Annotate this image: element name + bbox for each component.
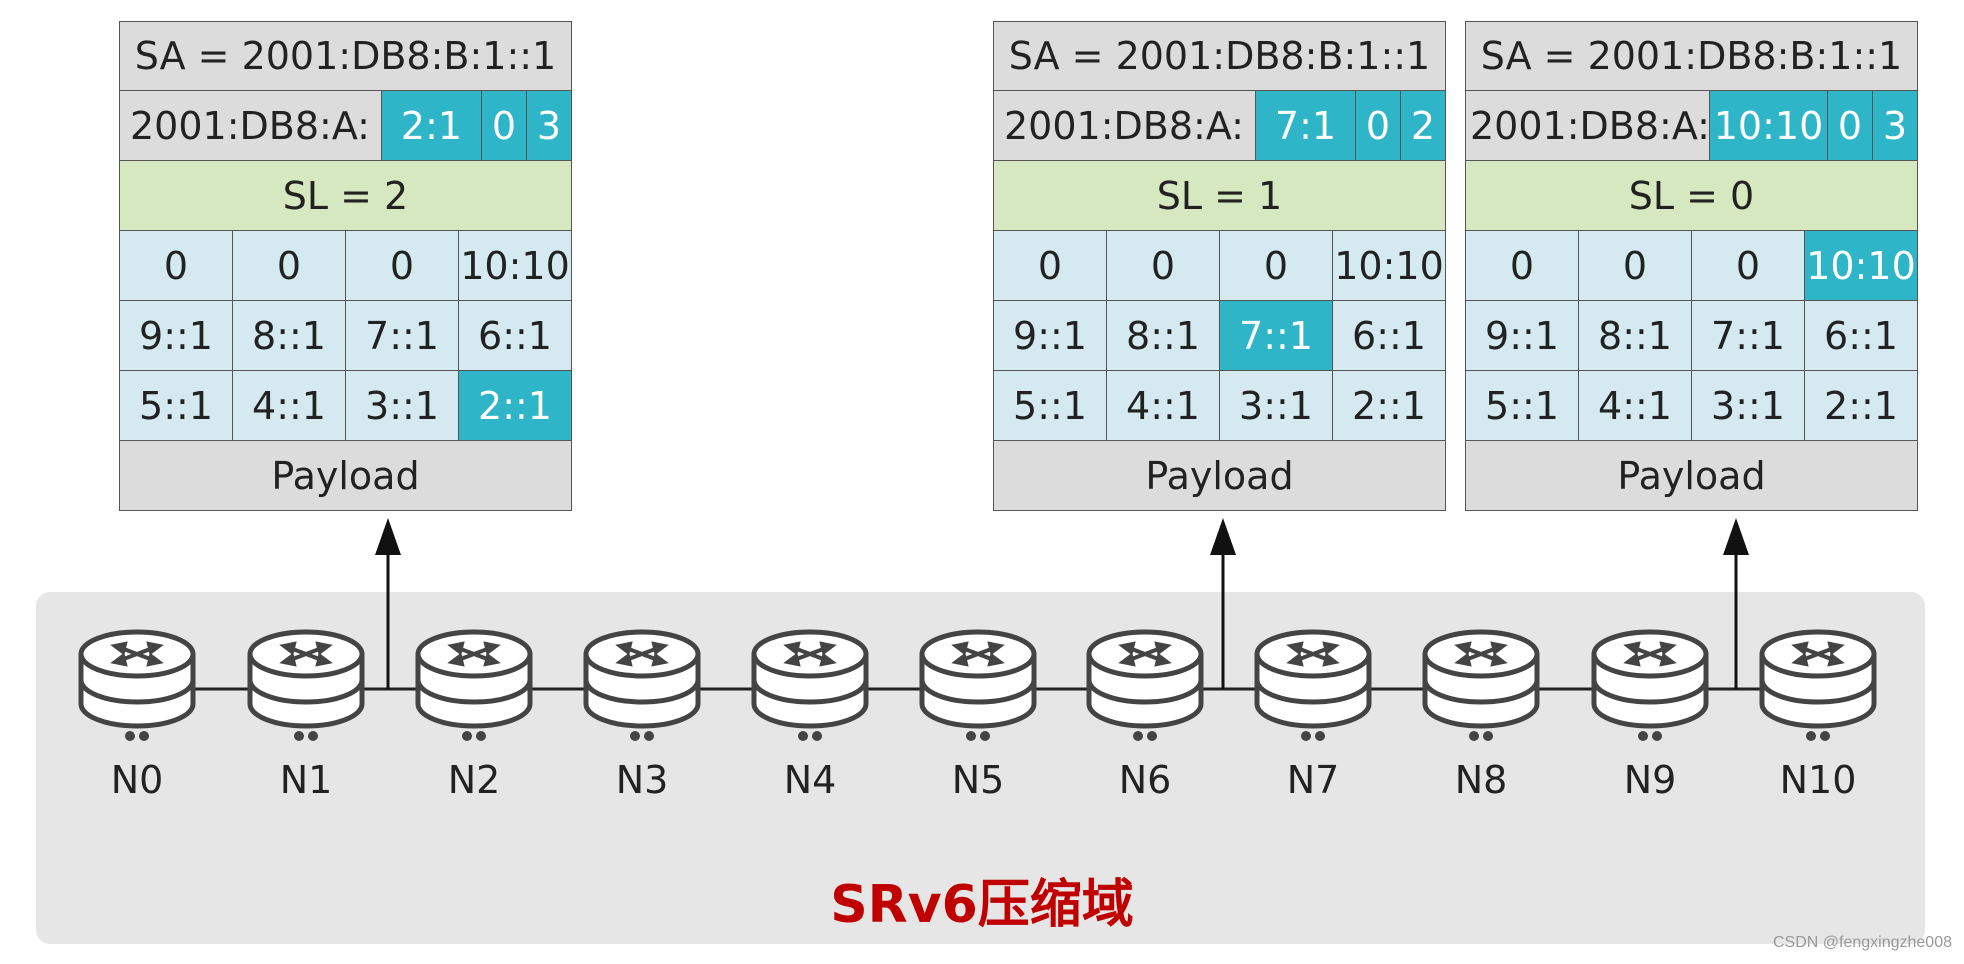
payload: Payload (1466, 441, 1917, 510)
destination-address-prefix: 2001:DB8:A: (1466, 91, 1710, 160)
router-label: N4 (783, 758, 837, 802)
source-address: SA = 2001:DB8:B:1::1 (994, 22, 1445, 90)
sid-cell: 8::1 (1579, 301, 1692, 370)
sid-cell: 6::1 (459, 301, 571, 370)
sid-cell: 0 (233, 231, 346, 300)
segments-left: SL = 1 (994, 161, 1445, 230)
router-n2-icon (412, 624, 536, 744)
sid-cell: 5::1 (1466, 371, 1579, 440)
destination-address-part: 0 (482, 91, 527, 160)
sid-cell: 4::1 (1107, 371, 1220, 440)
segments-left: SL = 2 (120, 161, 571, 230)
sid-cell: 0 (120, 231, 233, 300)
sid-cell: 5::1 (120, 371, 233, 440)
router-label: N3 (615, 758, 669, 802)
router-n4-icon (748, 624, 872, 744)
packet-arrow-2 (1210, 518, 1236, 689)
destination-address-prefix: 2001:DB8:A: (120, 91, 382, 160)
sid-cell: 4::1 (233, 371, 346, 440)
sid-cell: 0 (346, 231, 459, 300)
router-n7-icon (1251, 624, 1375, 744)
destination-address-index: 2 (1401, 91, 1445, 160)
sid-cell-active: 2::1 (459, 371, 571, 440)
segments-left: SL = 0 (1466, 161, 1917, 230)
sid-cell: 2::1 (1805, 371, 1917, 440)
sid-cell: 5::1 (994, 371, 1107, 440)
router-n5-icon (916, 624, 1040, 744)
router-label: N1 (279, 758, 333, 802)
destination-address-index: 3 (1873, 91, 1917, 160)
router-label: N2 (447, 758, 501, 802)
sid-cell: 7::1 (346, 301, 459, 370)
router-n1-icon (244, 624, 368, 744)
sid-cell: 0 (1466, 231, 1579, 300)
sid-cell: 9::1 (994, 301, 1107, 370)
srv6-packet-3: SA = 2001:DB8:B:1::1 2001:DB8:A: 10:10 0… (1465, 21, 1918, 514)
destination-address-index: 3 (527, 91, 571, 160)
router-n6-icon (1083, 624, 1207, 744)
sid-cell: 4::1 (1579, 371, 1692, 440)
sid-cell: 0 (1107, 231, 1220, 300)
domain-label: SRv6压缩域 (830, 875, 1134, 935)
router-label: N8 (1454, 758, 1508, 802)
router-n8-icon (1419, 624, 1543, 744)
sid-cell: 10:10 (1333, 231, 1445, 300)
watermark: CSDN @fengxingzhe008 (1772, 934, 1952, 951)
payload: Payload (120, 441, 571, 510)
router-label: N7 (1286, 758, 1340, 802)
router-label: N5 (951, 758, 1005, 802)
sid-cell: 6::1 (1805, 301, 1917, 370)
router-n10-icon (1756, 624, 1880, 744)
sid-cell: 7::1 (1692, 301, 1805, 370)
router-label: N10 (1779, 758, 1857, 802)
router-label: N6 (1118, 758, 1172, 802)
sid-cell: 10:10 (459, 231, 571, 300)
sid-cell: 6::1 (1333, 301, 1445, 370)
sid-cell: 3::1 (1220, 371, 1333, 440)
sid-cell: 9::1 (120, 301, 233, 370)
source-address: SA = 2001:DB8:B:1::1 (120, 22, 571, 90)
sid-cell: 0 (994, 231, 1107, 300)
destination-address-part: 0 (1356, 91, 1401, 160)
router-n0-icon (75, 624, 199, 744)
sid-cell: 0 (1692, 231, 1805, 300)
destination-address-csid: 7:1 (1256, 91, 1356, 160)
sid-cell: 9::1 (1466, 301, 1579, 370)
sid-cell: 3::1 (346, 371, 459, 440)
sid-cell: 8::1 (1107, 301, 1220, 370)
destination-address-part: 0 (1828, 91, 1873, 160)
srv6-packet-1: SA = 2001:DB8:B:1::1 2001:DB8:A: 2:1 0 3… (119, 21, 572, 514)
sid-cell-active: 7::1 (1220, 301, 1333, 370)
packet-arrow-1 (375, 518, 401, 689)
srv6-packet-2: SA = 2001:DB8:B:1::1 2001:DB8:A: 7:1 0 2… (993, 21, 1446, 514)
payload: Payload (994, 441, 1445, 510)
router-label: N0 (110, 758, 164, 802)
router-n9-icon (1588, 624, 1712, 744)
sid-cell: 0 (1220, 231, 1333, 300)
router-label: N9 (1623, 758, 1677, 802)
sid-cell: 0 (1579, 231, 1692, 300)
sid-cell: 3::1 (1692, 371, 1805, 440)
sid-cell: 8::1 (233, 301, 346, 370)
packet-arrow-3 (1723, 518, 1749, 689)
sid-cell-active: 10:10 (1805, 231, 1917, 300)
destination-address-prefix: 2001:DB8:A: (994, 91, 1256, 160)
destination-address-csid: 2:1 (382, 91, 482, 160)
sid-cell: 2::1 (1333, 371, 1445, 440)
router-n3-icon (580, 624, 704, 744)
source-address: SA = 2001:DB8:B:1::1 (1466, 22, 1917, 90)
destination-address-csid: 10:10 (1710, 91, 1828, 160)
